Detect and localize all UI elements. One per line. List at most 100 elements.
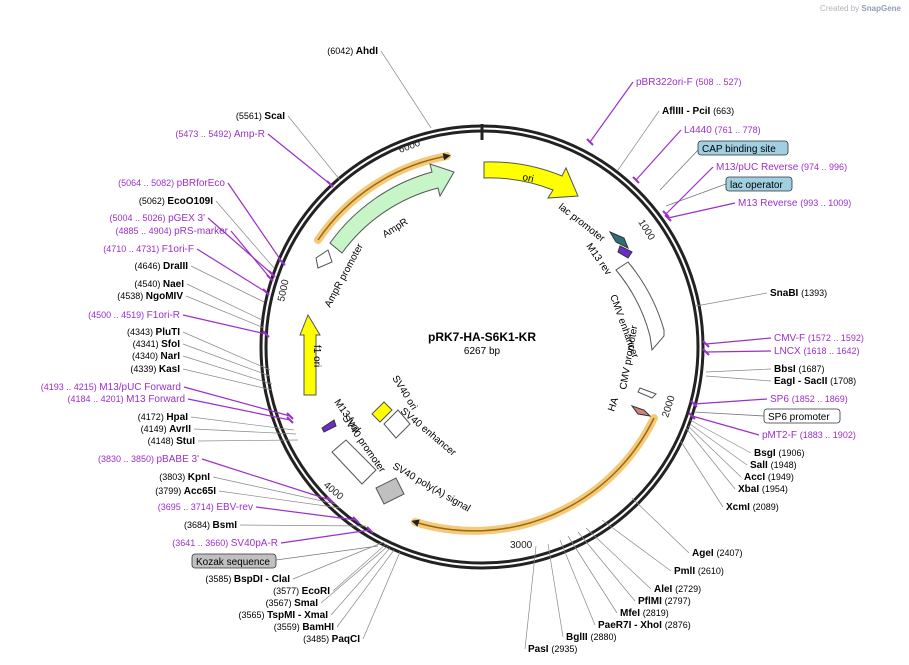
enzyme-label: BglII (2880): [566, 632, 616, 643]
feature-ori: ori: [483, 161, 579, 199]
enzyme-label: (3577) EcoRI: [273, 586, 330, 597]
primer-tick: [662, 210, 670, 218]
enzyme-site: (4148) StuI: [148, 436, 299, 447]
enzyme-label: (3559) BamHI: [274, 622, 334, 633]
primer-label: pMT2-F (1883 .. 1902): [762, 430, 856, 441]
boxed-label-sp6-promoter: SP6 promoter: [693, 408, 841, 424]
primer-tick: [352, 516, 360, 524]
site-leader-line: [524, 545, 537, 650]
site-leader-line: [182, 355, 273, 385]
site-position: (1954): [762, 484, 788, 494]
enzyme-label: (4540) NaeI: [134, 279, 184, 290]
site-name: BsmI: [213, 520, 238, 531]
site-leader-line: [559, 539, 596, 626]
enzyme-label: (3803) KpnI: [159, 472, 210, 483]
site-position: (2610): [698, 566, 724, 576]
site-name: Amp-R: [234, 129, 265, 140]
primer-site: (5064 .. 5082) pBRforEco: [118, 178, 286, 266]
site-leader-line: [320, 545, 389, 604]
primer-site: (5004 .. 5026) pGEX 3': [110, 213, 276, 278]
site-position: (1708): [830, 376, 856, 386]
primer-site: (3830 .. 3850) pBABE 3': [98, 454, 334, 504]
site-leader-line: [693, 398, 768, 405]
enzyme-label: (4341) SfoI: [133, 339, 181, 350]
primer-tick: [326, 496, 334, 504]
enzyme-label: AccI (1949): [744, 472, 794, 483]
primer-site: L4440 (761 .. 778): [632, 125, 761, 184]
enzyme-label: (3585) BspDI - ClaI: [205, 574, 290, 585]
site-name: pGEX 3': [168, 213, 205, 224]
site-leader-line: [227, 182, 283, 263]
enzyme-site: AleI (2729): [585, 527, 701, 595]
site-position: (761 .. 778): [715, 125, 761, 135]
enzyme-label: PflMI (2797): [638, 596, 691, 607]
primer-site: pBR322ori-F (508 .. 527): [586, 77, 742, 146]
backbone: [259, 124, 705, 570]
enzyme-label: (4148) StuI: [148, 436, 196, 447]
enzyme-site: PflMI (2797): [577, 531, 691, 607]
primer-site: CMV-F (1572 .. 1592): [702, 333, 864, 348]
enzyme-site: SnaBI (1393): [695, 288, 827, 307]
svg-text:AmpR promoter: AmpR promoter: [323, 241, 366, 309]
site-position: (2876): [665, 620, 691, 630]
enzyme-site: (3485) PaqCI: [303, 551, 401, 645]
svg-text:CAP binding site: CAP binding site: [702, 144, 776, 155]
enzyme-site: AflIII - PciI (663): [617, 106, 734, 171]
enzyme-site: BsgI (1906): [689, 419, 804, 459]
site-leader-line: [585, 527, 652, 590]
svg-text:Kozak sequence: Kozak sequence: [196, 557, 270, 568]
site-position: (4540): [134, 279, 163, 289]
site-name: EcoO109I: [167, 196, 213, 207]
primer-site: pMT2-F (1883 .. 1902): [688, 412, 856, 441]
plasmid-name: pRK7-HA-S6K1-KR: [428, 330, 536, 344]
primer-tick: [326, 180, 334, 188]
site-name: SnaBI: [770, 288, 801, 299]
site-leader-line: [239, 524, 367, 527]
site-name: DraIII: [163, 261, 188, 272]
site-leader-line: [207, 217, 273, 275]
site-name: AflIII - PciI: [662, 106, 713, 117]
site-name: SV40pA-R: [231, 538, 278, 549]
enzyme-site: (4339) KasI: [130, 364, 273, 391]
primer-tick: [286, 416, 294, 424]
site-name: SalI: [750, 460, 771, 471]
site-name: AgeI: [692, 548, 716, 559]
site-leader-line: [705, 368, 772, 373]
primer-site: (4710 .. 4731) F1ori-F: [103, 244, 270, 296]
primer-label: (4500 .. 4519) F1ori-R: [88, 310, 180, 321]
site-position: (2880): [590, 632, 616, 642]
svg-text:lac operator: lac operator: [730, 180, 783, 191]
site-position: (2089): [753, 502, 779, 512]
enzyme-label: (4172) HpaI: [138, 412, 188, 423]
primer-label: CMV-F (1572 .. 1592): [774, 333, 864, 344]
site-position: (3559): [274, 622, 303, 632]
site-position: (4710 .. 4731): [103, 244, 162, 254]
enzyme-label: SalI (1948): [750, 460, 797, 471]
site-name: Acc65I: [184, 486, 216, 497]
site-position: (3485): [303, 634, 332, 644]
site-position: (2797): [665, 596, 691, 606]
primer-label: (4710 .. 4731) F1ori-F: [103, 244, 194, 255]
primer-tick: [262, 330, 270, 338]
site-name: BbsI: [774, 364, 798, 375]
enzyme-site: (3577) EcoRI: [273, 543, 387, 597]
feature-ampr: [329, 163, 455, 254]
site-name: M13/pUC Forward: [99, 382, 181, 393]
site-name: PflMI: [638, 596, 665, 607]
site-name: AvrII: [169, 424, 191, 435]
enzyme-label: MfeI (2819): [620, 608, 669, 619]
feature-f1-ori: f1 ori: [299, 313, 322, 396]
enzyme-site: MfeI (2819): [567, 535, 669, 619]
site-name: BglII: [566, 632, 590, 643]
site-name: EBV-rev: [216, 502, 253, 513]
site-position: (4148): [148, 436, 177, 446]
site-name: AhdI: [356, 46, 378, 57]
site-position: (5473 .. 5492): [175, 129, 234, 139]
primer-site: (3641 .. 3660) SV40pA-R: [172, 526, 374, 549]
enzyme-label: PmlI (2610): [674, 566, 724, 577]
site-name: F1ori-F: [162, 244, 194, 255]
site-position: (3565): [239, 610, 268, 620]
site-name: PasI: [528, 644, 551, 655]
tick-label: 4000: [321, 480, 345, 503]
site-position: (5062): [139, 196, 168, 206]
